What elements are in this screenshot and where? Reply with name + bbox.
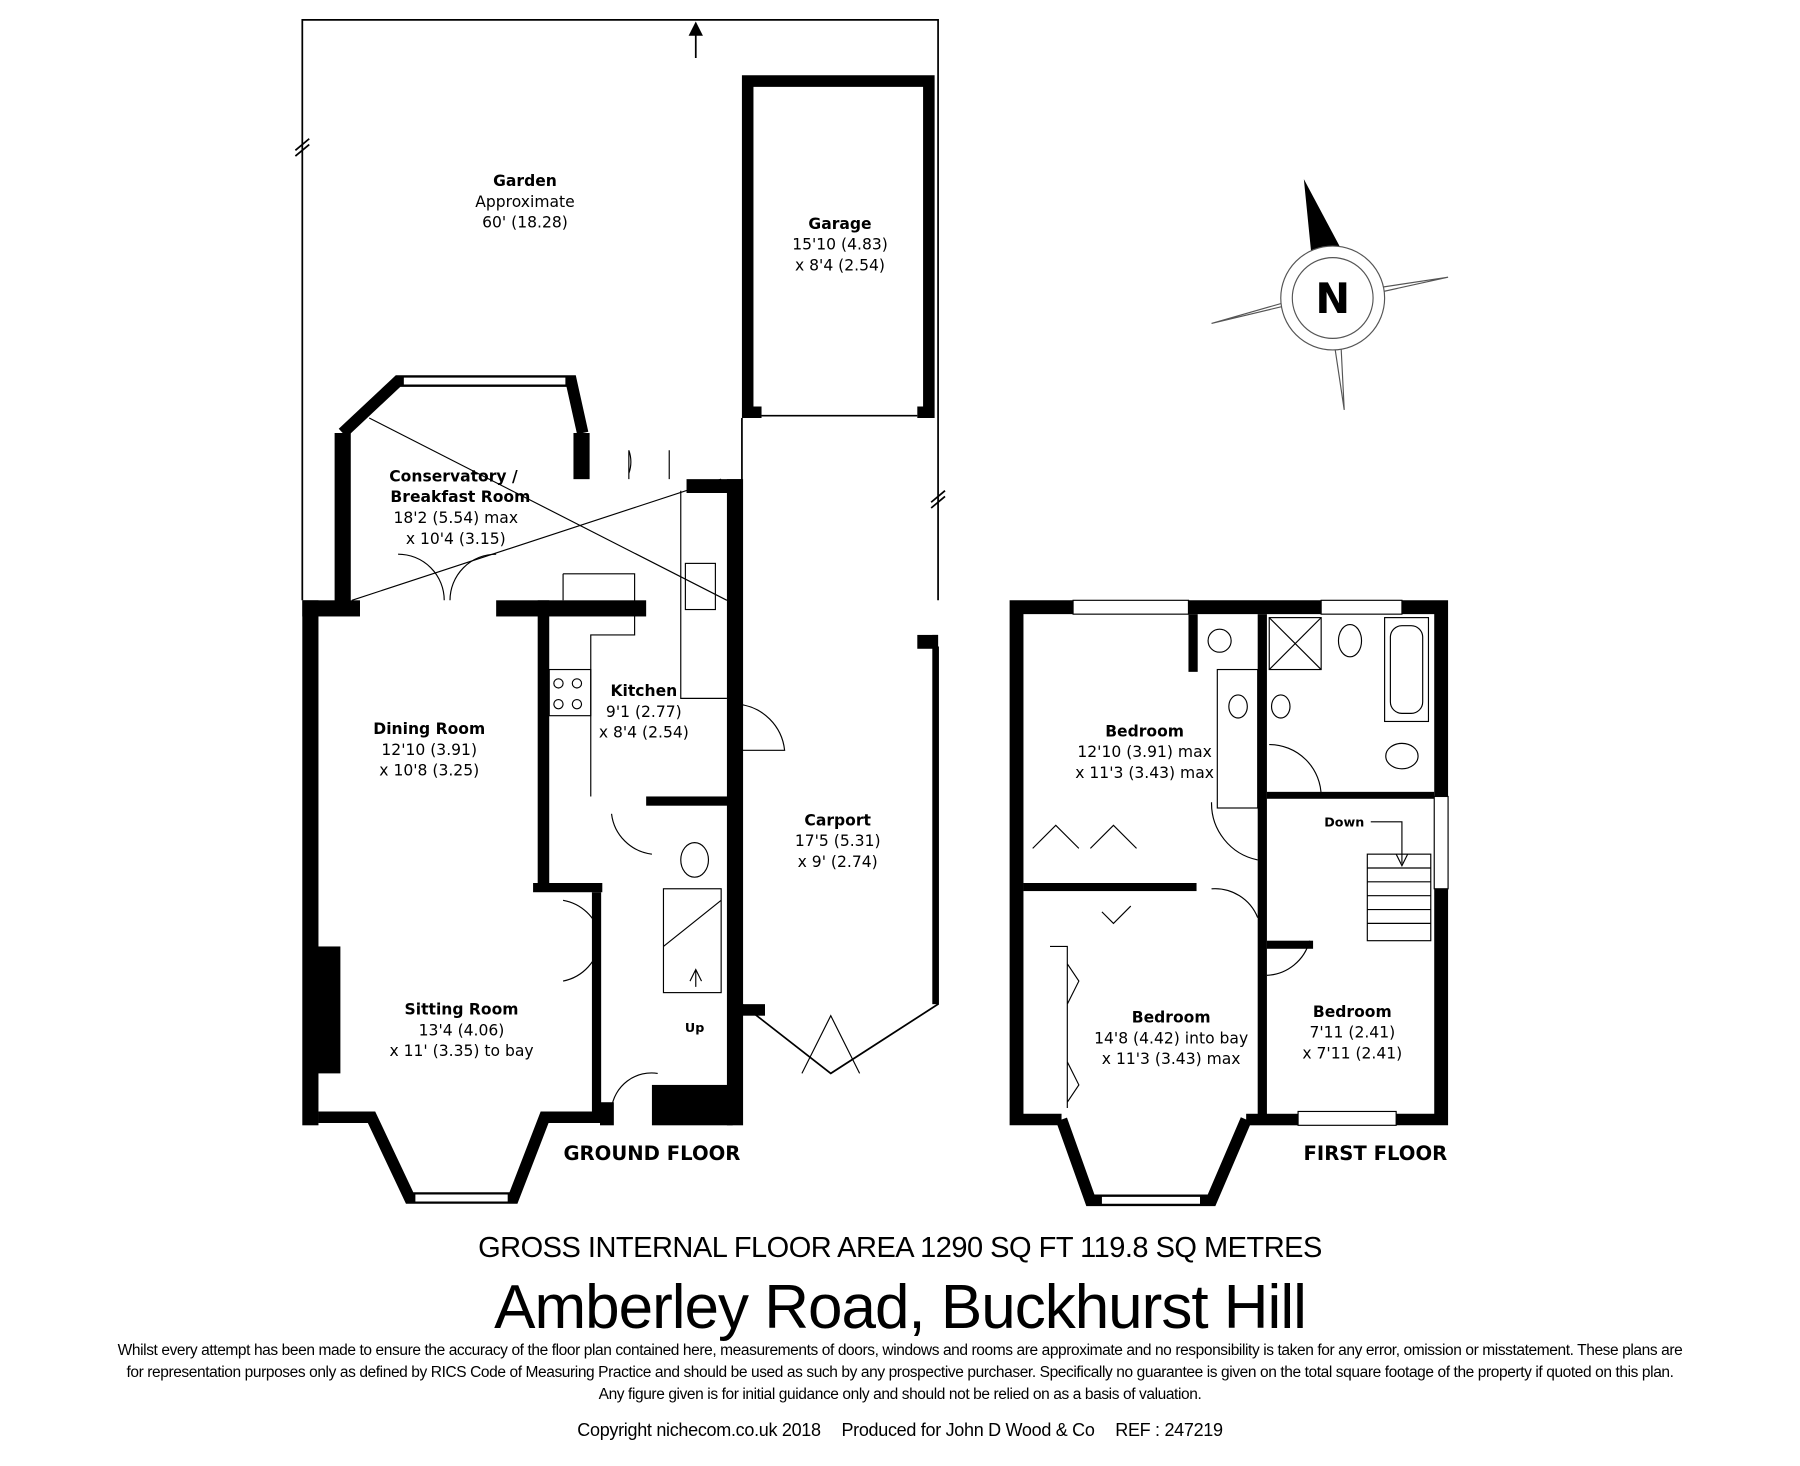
first-floor-label: FIRST FLOOR	[1304, 1142, 1448, 1165]
first-floor-walls	[1009, 599, 1449, 1207]
first-floor-lines	[1032, 617, 1432, 1108]
reference: REF : 247219	[1115, 1420, 1223, 1440]
kitchen-dim: 9'1 (2.77)	[606, 703, 682, 721]
room-labels: Garden Approximate 60' (18.28) Garage 15…	[373, 172, 1447, 1165]
disclaimer-line: Whilst every attempt has been made to en…	[117, 1342, 1683, 1359]
garden-boundary	[294, 19, 946, 601]
ground-floor-walls	[302, 433, 939, 1126]
ground-floor-label: GROUND FLOOR	[563, 1142, 740, 1165]
bedroom-dim: 14'8 (4.42) into bay	[1094, 1029, 1248, 1047]
bedroom-label: Bedroom	[1313, 1003, 1392, 1021]
garden-dim: Approximate	[475, 193, 574, 211]
conservatory-dim: x 10'4 (3.15)	[406, 530, 506, 548]
kitchen-label: Kitchen	[610, 682, 677, 700]
conservatory-label: Conservatory /	[389, 467, 518, 485]
ground-floor-lines	[318, 375, 939, 1204]
hob-icon	[553, 678, 583, 710]
bedroom-dim: x 11'3 (3.43) max	[1102, 1050, 1241, 1068]
disclaimer-line: Any figure given is for initial guidance…	[598, 1386, 1202, 1403]
carport-dim: 17'5 (5.31)	[795, 832, 881, 850]
conservatory-dim: 18'2 (5.54) max	[393, 509, 518, 527]
compass-north-label: N	[1315, 274, 1350, 323]
bedroom-dim: 7'11 (2.41)	[1309, 1024, 1395, 1042]
stairs-up-label: Up	[685, 1020, 704, 1035]
compass-rose-icon: N	[1211, 179, 1449, 411]
bedroom-dim: 12'10 (3.91) max	[1077, 743, 1211, 761]
garden-label: Garden	[493, 172, 557, 190]
garage-label: Garage	[808, 215, 871, 233]
garden-dim: 60' (18.28)	[482, 214, 568, 232]
disclaimer-line: for representation purposes only as defi…	[126, 1364, 1674, 1381]
carport-label: Carport	[804, 811, 871, 829]
sitting-room-dim: x 11' (3.35) to bay	[389, 1042, 533, 1060]
copyright-line: Copyright nichecom.co.uk 2018 Produced f…	[0, 1420, 1800, 1441]
garage-dim: 15'10 (4.83)	[792, 236, 888, 254]
gross-floor-area: GROSS INTERNAL FLOOR AREA 1290 SQ FT 119…	[478, 1232, 1322, 1264]
sitting-room-label: Sitting Room	[405, 1001, 519, 1019]
bedroom-dim: x 7'11 (2.41)	[1302, 1044, 1402, 1062]
kitchen-dim: x 8'4 (2.54)	[599, 724, 689, 742]
bedroom-label: Bedroom	[1132, 1009, 1211, 1027]
produced-for: Produced for John D Wood & Co	[841, 1420, 1095, 1440]
bedroom-dim: x 11'3 (3.43) max	[1075, 764, 1214, 782]
dining-room-dim: 12'10 (3.91)	[381, 741, 477, 759]
carport-dim: x 9' (2.74)	[798, 853, 878, 871]
disclaimer: Whilst every attempt has been made to en…	[0, 1340, 1800, 1406]
bedroom-label: Bedroom	[1105, 722, 1184, 740]
dining-room-label: Dining Room	[373, 720, 485, 738]
conservatory-label: Breakfast Room	[390, 488, 530, 506]
property-title: Amberley Road, Buckhurst Hill	[494, 1273, 1307, 1342]
dining-room-dim: x 10'8 (3.25)	[379, 762, 479, 780]
garage-dim: x 8'4 (2.54)	[795, 256, 885, 274]
stairs-down-label: Down	[1324, 814, 1364, 829]
garage	[741, 75, 935, 419]
copyright: Copyright nichecom.co.uk 2018	[577, 1420, 821, 1440]
sitting-room-dim: 13'4 (4.06)	[419, 1021, 505, 1039]
